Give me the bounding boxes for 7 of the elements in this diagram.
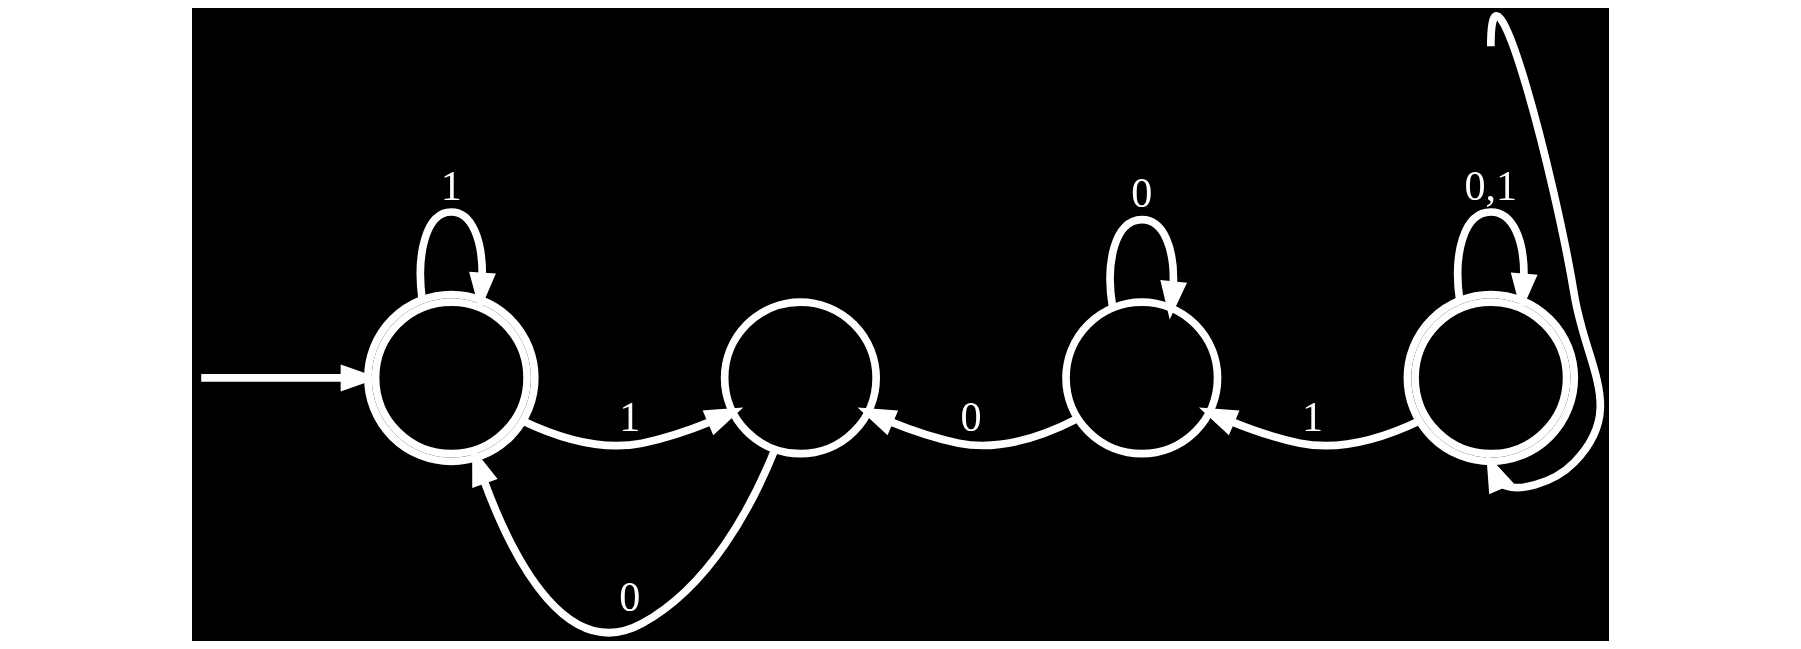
edge-label: 1 (1301, 392, 1324, 440)
edge-label: 0 (960, 392, 982, 440)
edge-label: 0 (1131, 169, 1153, 217)
edge-label: 1 (440, 161, 462, 209)
edge-label: 1 (619, 392, 641, 440)
edge-label: 0 (619, 573, 641, 621)
edge-label: 0,1 (1464, 161, 1518, 209)
